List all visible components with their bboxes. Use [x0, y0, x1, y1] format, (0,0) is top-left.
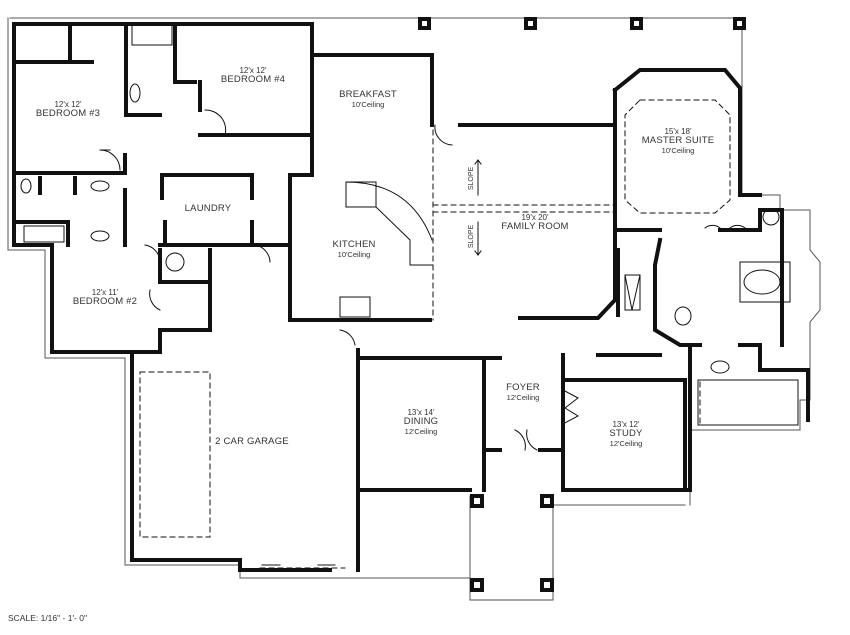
room-label-master-suite: 15'x 18' MASTER SUITE 10'Ceiling — [642, 127, 715, 156]
room-dimension: 15'x 18' — [664, 127, 692, 136]
room-label-bedroom3: 12'x 12' BEDROOM #3 — [36, 100, 100, 120]
room-ceiling: 12'Ceiling — [404, 427, 438, 437]
room-name: DINING — [403, 416, 439, 428]
room-ceiling: 10'Ceiling — [661, 146, 695, 156]
room-ceiling: 10'Ceiling — [351, 99, 385, 109]
room-name: BEDROOM #2 — [72, 296, 138, 308]
room-name: KITCHEN — [332, 239, 376, 250]
room-name: STUDY — [609, 428, 643, 440]
room-name: FOYER — [506, 382, 540, 393]
scale-label: SCALE: 1/16" - 1'- 0" — [8, 613, 87, 623]
room-dimension: 13'x 12' — [612, 420, 640, 429]
room-name: 2 CAR GARAGE — [215, 436, 289, 447]
room-label-bedroom2: 12'x 11' BEDROOM #2 — [73, 288, 137, 308]
room-ceiling: 12'Ceiling — [506, 392, 540, 402]
room-label-dining: 13'x 14' DINING 12'Ceiling — [404, 408, 438, 437]
room-dimension: 19'x 20' — [521, 213, 549, 222]
slope-label-lower: SLOPE — [468, 224, 476, 249]
room-dimension: 12'x 12' — [239, 66, 267, 75]
room-ceiling: 10'Ceiling — [337, 249, 371, 259]
room-name: BEDROOM #4 — [220, 74, 286, 86]
room-name: BEDROOM #3 — [35, 108, 101, 120]
room-dimension: 12'x 11' — [91, 288, 119, 297]
room-ceiling: 12'Ceiling — [609, 439, 643, 449]
room-label-kitchen: KITCHEN 10'Ceiling — [332, 239, 376, 260]
room-label-foyer: FOYER 12'Ceiling — [506, 382, 540, 403]
room-label-study: 13'x 12' STUDY 12'Ceiling — [609, 420, 642, 449]
room-name: FAMILY ROOM — [501, 221, 569, 233]
room-name: LAUNDRY — [184, 203, 232, 214]
slope-label-upper: SLOPE — [468, 166, 476, 191]
room-name: BREAKFAST — [339, 89, 397, 100]
room-label-breakfast: BREAKFAST 10'Ceiling — [339, 89, 397, 110]
room-label-laundry: LAUNDRY — [184, 203, 232, 215]
room-dimension: 12'x 12' — [54, 100, 82, 109]
room-label-family-room: 19'x 20' FAMILY ROOM — [501, 213, 568, 233]
room-label-garage: 2 CAR GARAGE — [215, 436, 289, 448]
room-name: MASTER SUITE — [641, 135, 715, 147]
room-label-bedroom4: 12'x 12' BEDROOM #4 — [221, 66, 285, 86]
room-dimension: 13'x 14' — [407, 408, 435, 417]
